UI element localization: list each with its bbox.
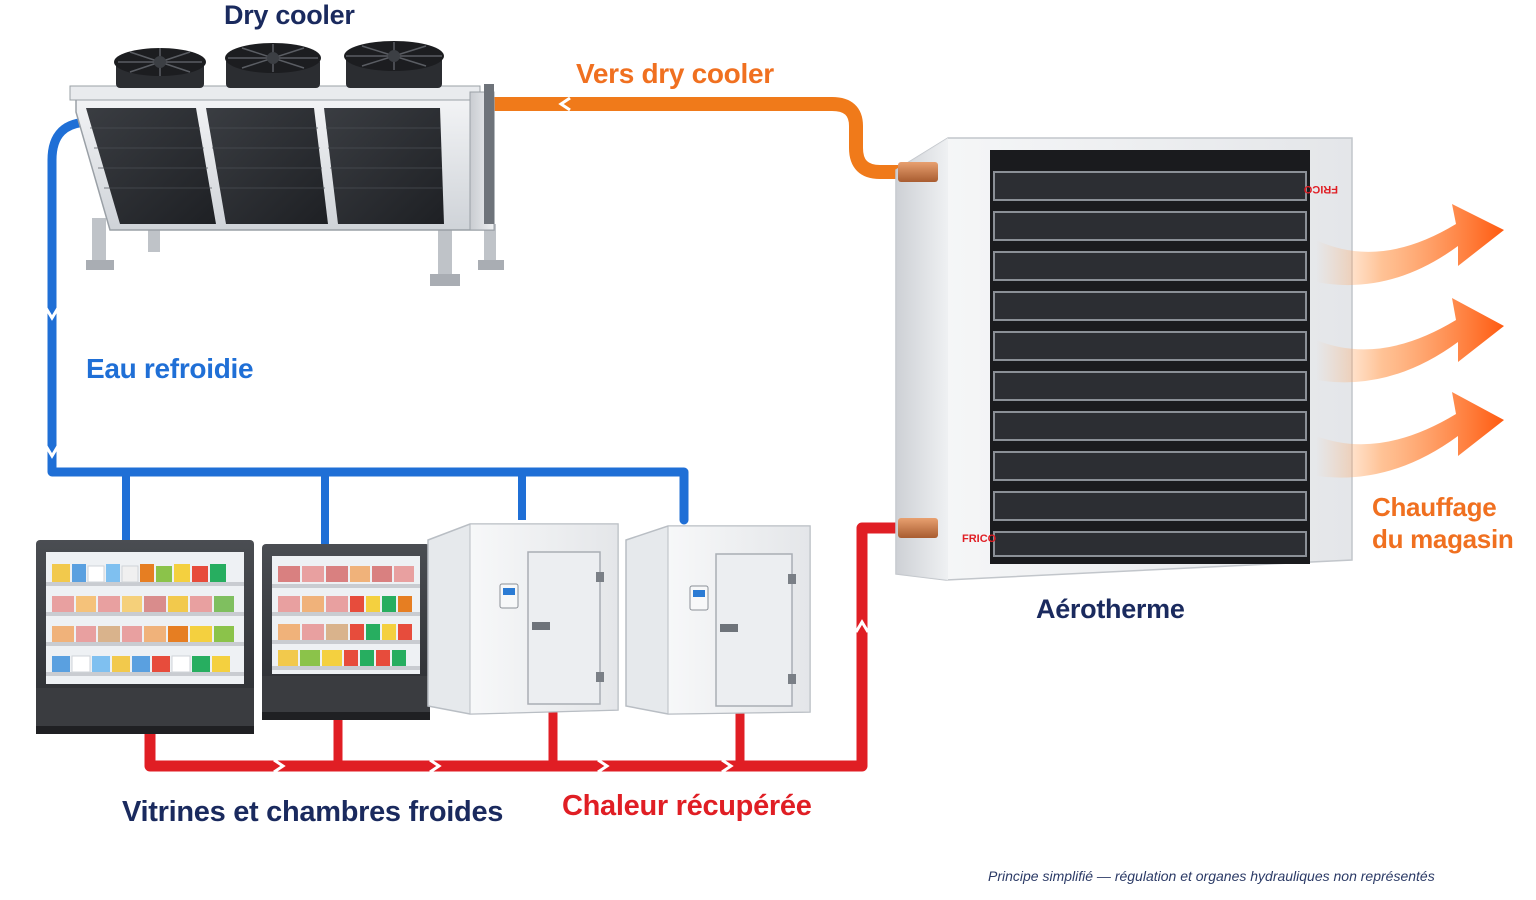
cold-room-2 [625,525,811,715]
warm-air-arrow-icon [1316,204,1504,286]
aerotherme-unit: FRICO FRICO [895,137,1353,581]
copper-fitting [898,162,938,182]
flow-arrow-right-icon [721,758,734,774]
cold-water-label: Eau refroidie [86,353,254,384]
footnote: Principe simplifié — régulation et organ… [988,868,1435,884]
dry-cooler-label: Dry cooler [224,0,355,30]
store-heating-label-line2: du magasin [1372,524,1514,554]
warm-air-arrows [1316,204,1504,478]
recovered-heat-label: Chaleur récupérée [562,790,812,822]
warm-air-arrow-icon [1316,298,1504,383]
thermostat-display [689,585,709,611]
to-dry-cooler-pipe [486,97,912,179]
copper-fitting [898,518,938,538]
cold-room-1 [427,523,619,715]
to-dry-cooler-label: Vers dry cooler [576,58,774,89]
display-case-2 [262,544,430,720]
flow-arrow-right-icon [597,758,610,774]
warm-air-arrow-icon [1316,392,1504,478]
fan-icon [344,41,444,88]
flow-arrow-down-icon [44,307,60,321]
brand-logo: FRICO [962,533,997,545]
brand-logo: FRICO [1303,183,1338,195]
flow-arrow-right-icon [273,758,286,774]
flow-arrow-down-icon [44,445,60,459]
thermostat-display [499,583,519,609]
flow-arrow-left-icon [558,96,571,112]
cases-and-rooms-label: Vitrines et chambres froides [122,796,504,828]
aerotherme-label: Aérotherme [1036,594,1185,624]
fan-icon [114,48,206,88]
flow-arrow-right-icon [429,758,442,774]
display-case-1 [36,540,254,734]
flow-arrow-up-icon [854,619,870,633]
recovered-heat-pipe [144,522,912,772]
dry-cooler-unit [69,41,504,286]
fan-icon [225,43,321,88]
store-heating-label-line1: Chauffage [1372,492,1497,522]
